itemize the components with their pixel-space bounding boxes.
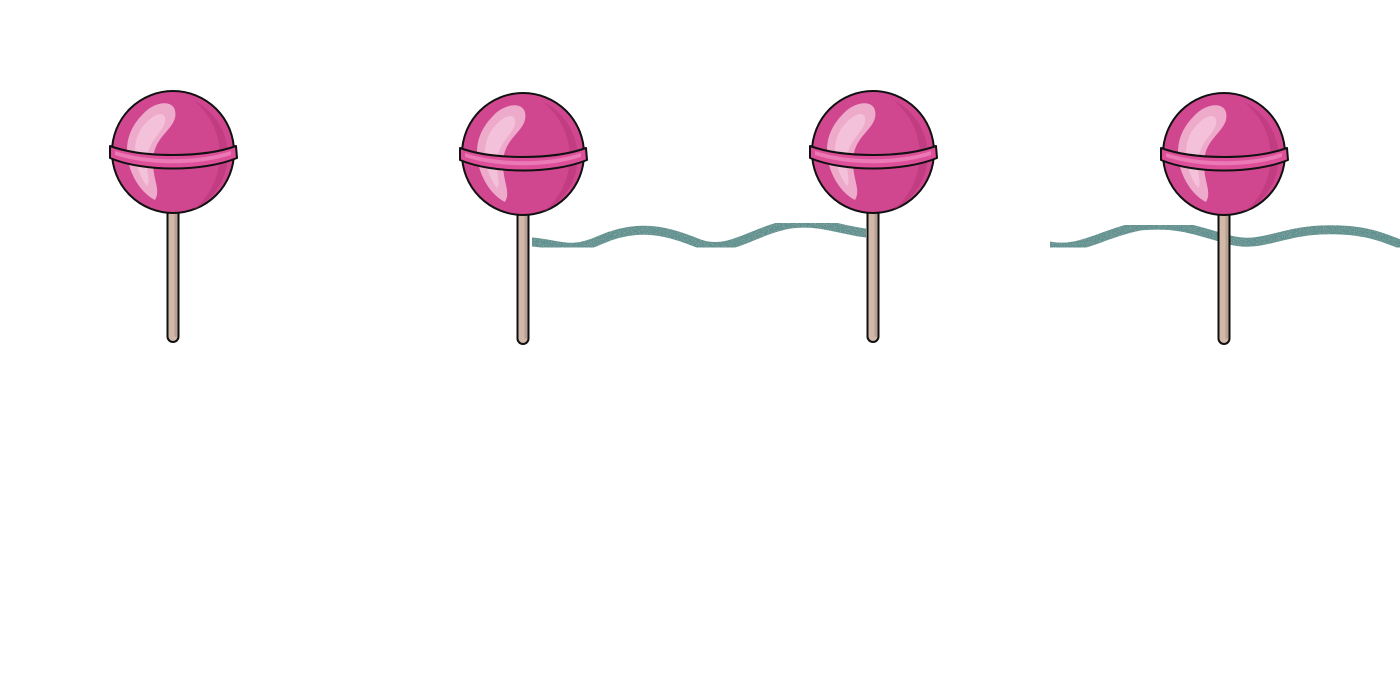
candy-string-left: [527, 218, 871, 252]
lollipop-2: [459, 92, 588, 345]
lollipop-3: [809, 90, 938, 343]
lollipop-1: [109, 90, 238, 343]
lollipop-4: [1160, 92, 1289, 345]
